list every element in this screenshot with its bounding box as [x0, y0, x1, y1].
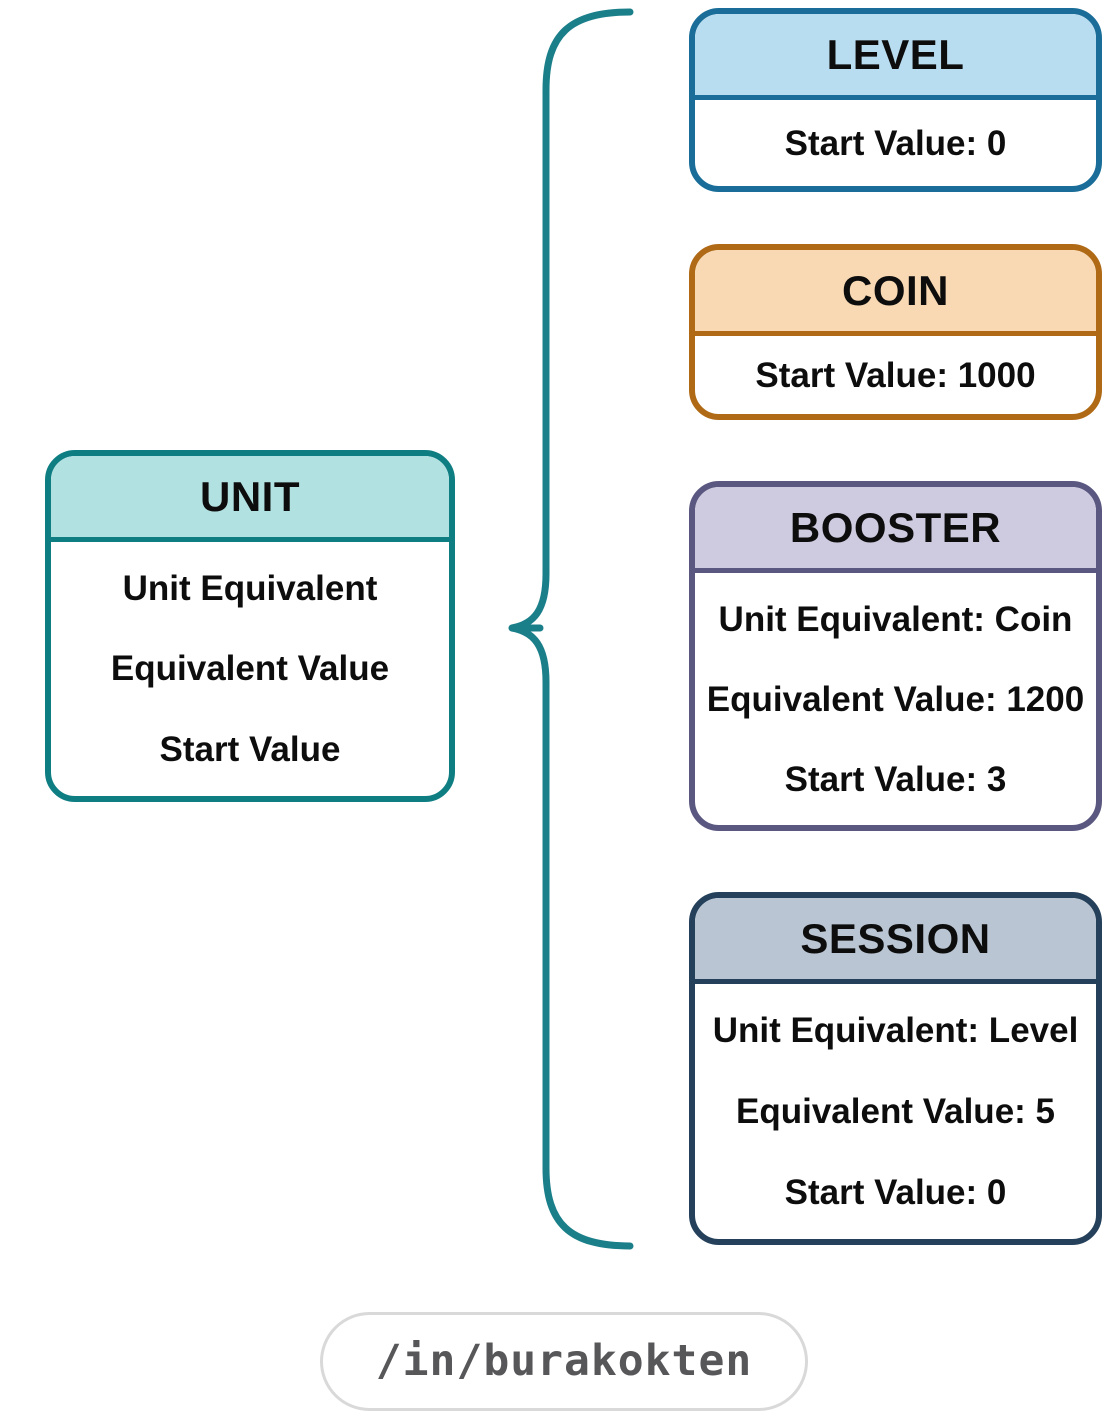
entity-card-session: SESSION Unit Equivalent: Level Equivalen… — [689, 892, 1102, 1245]
field-value: Start Value: 0 — [784, 123, 1007, 163]
entity-card-booster-title: BOOSTER — [789, 503, 1002, 551]
entity-card-level-body: Start Value: 0 — [695, 100, 1096, 186]
entity-card-booster-header: BOOSTER — [695, 487, 1096, 573]
entity-card-unit-title: UNIT — [200, 472, 300, 520]
entity-card-unit-header: UNIT — [51, 456, 449, 542]
entity-card-session-header: SESSION — [695, 898, 1096, 984]
entity-card-unit-body: Unit Equivalent Equivalent Value Start V… — [51, 542, 449, 796]
entity-card-coin-body: Start Value: 1000 — [695, 336, 1096, 414]
entity-card-session-body: Unit Equivalent: Level Equivalent Value:… — [695, 984, 1096, 1239]
entity-card-coin: COIN Start Value: 1000 — [689, 244, 1102, 420]
field-label: Start Value — [159, 730, 341, 770]
field-label: Equivalent Value — [110, 649, 390, 689]
entity-card-level: LEVEL Start Value: 0 — [689, 8, 1102, 192]
entity-card-level-title: LEVEL — [826, 30, 965, 78]
field-label: Unit Equivalent — [122, 568, 378, 608]
entity-card-unit: UNIT Unit Equivalent Equivalent Value St… — [45, 450, 455, 802]
curly-brace-path — [508, 8, 634, 1250]
entity-card-coin-header: COIN — [695, 250, 1096, 336]
field-value: Equivalent Value: 5 — [736, 1092, 1055, 1131]
entity-card-session-title: SESSION — [800, 914, 991, 962]
field-value: Unit Equivalent: Coin — [718, 599, 1073, 639]
field-value: Start Value: 1000 — [755, 355, 1036, 395]
linkedin-handle-badge: /in/burakokten — [320, 1312, 808, 1411]
entity-card-level-header: LEVEL — [695, 14, 1096, 100]
entity-card-booster: BOOSTER Unit Equivalent: Coin Equivalent… — [689, 481, 1102, 831]
field-value: Equivalent Value: 1200 — [706, 679, 1085, 719]
field-value: Unit Equivalent: Level — [712, 1011, 1079, 1050]
field-value: Start Value: 0 — [784, 1173, 1007, 1212]
linkedin-handle: /in/burakokten — [375, 1336, 753, 1386]
field-value: Start Value: 3 — [784, 759, 1007, 799]
entity-card-coin-title: COIN — [842, 266, 949, 314]
entity-card-booster-body: Unit Equivalent: Coin Equivalent Value: … — [695, 573, 1096, 825]
